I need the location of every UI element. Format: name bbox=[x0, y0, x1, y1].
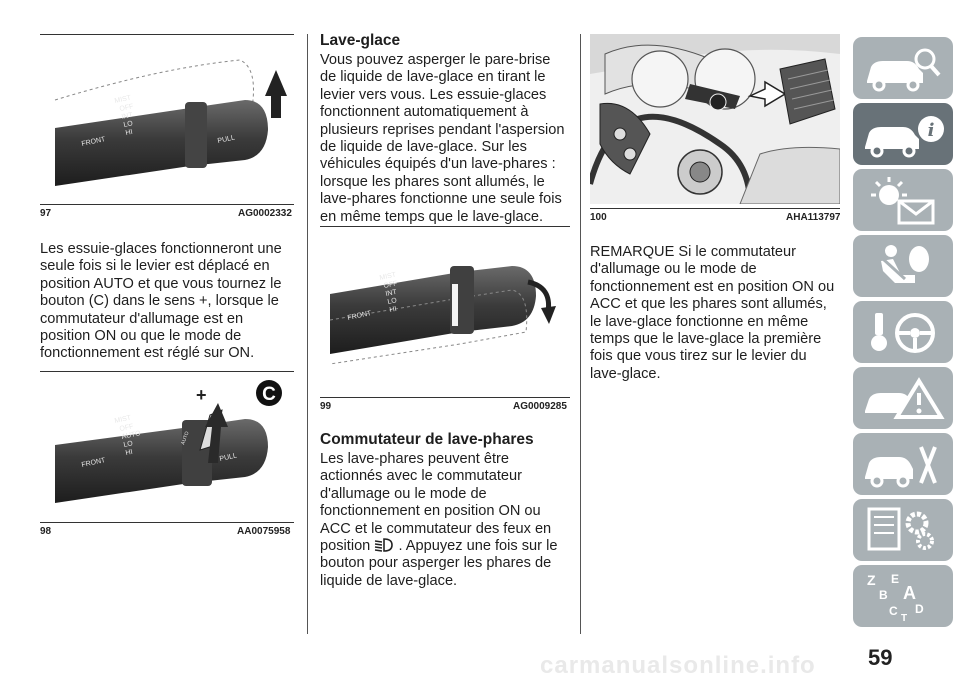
paragraph-wiper-auto: Les essuie-glaces fonctionneront une seu… bbox=[40, 241, 282, 362]
paragraph-remarque: REMARQUE Si le commutateur d'allumage ou… bbox=[590, 244, 835, 382]
svg-text:C: C bbox=[262, 384, 276, 405]
sidebar-tab-car-info[interactable]: i bbox=[853, 103, 953, 165]
figure-99-wiper-stalk-illustration: MIST OFF INT LO HI FRONT bbox=[329, 266, 556, 365]
svg-text:MIST: MIST bbox=[114, 414, 133, 424]
car-info-icon: i bbox=[865, 116, 944, 158]
heading-lave-glace: Lave-glace bbox=[320, 32, 401, 49]
heading-commutateur-lave-phares: Commutateur de lave-phares bbox=[320, 431, 534, 448]
column-divider-1 bbox=[307, 34, 308, 634]
sidebar-tab-emergency[interactable] bbox=[853, 367, 953, 429]
svg-text:HI: HI bbox=[125, 449, 133, 457]
page-number: 59 bbox=[868, 645, 893, 670]
sidebar-tab-starting-driving[interactable] bbox=[853, 301, 953, 363]
svg-text:E: E bbox=[891, 572, 899, 586]
svg-text:B: B bbox=[879, 588, 888, 602]
svg-text:MIST: MIST bbox=[379, 271, 398, 281]
figure-98-code: AA0075958 bbox=[237, 526, 291, 537]
sidebar-tab-warning-lights[interactable] bbox=[853, 169, 953, 231]
paragraph-lave-phares-part2: . Appuyez une fois sur le bouton pour as… bbox=[320, 538, 558, 589]
svg-text:LO: LO bbox=[387, 297, 398, 306]
svg-text:AUTO: AUTO bbox=[121, 430, 142, 441]
column-divider-2 bbox=[580, 34, 581, 634]
figure-100-code: AHA113797 bbox=[786, 212, 841, 223]
figure-98-wiper-stalk-illustration: MIST OFF AUTO LO HI FRONT PULL AUTO + C bbox=[55, 380, 282, 503]
svg-text:T: T bbox=[901, 613, 907, 623]
svg-text:OFF: OFF bbox=[119, 103, 134, 113]
svg-text:HI: HI bbox=[389, 306, 397, 314]
sidebar-tab-maintenance[interactable] bbox=[853, 433, 953, 495]
paragraph-lave-phares-part1: Les lave-phares peuvent être actionnés a… bbox=[320, 451, 552, 555]
svg-text:OFF: OFF bbox=[119, 423, 134, 433]
svg-text:AUTO: AUTO bbox=[180, 431, 190, 446]
svg-text:INT: INT bbox=[121, 112, 134, 121]
figure-100-number: 100 bbox=[590, 212, 607, 223]
warning-lights-message-icon bbox=[871, 177, 935, 225]
paragraph-lave-glace: Vous pouvez asperger le pare-brise de li… bbox=[320, 52, 565, 225]
figure-97-code: AG0002332 bbox=[238, 208, 292, 219]
figure-98-top-rule bbox=[40, 371, 294, 372]
figure-99-top-rule bbox=[320, 226, 570, 227]
svg-text:C: C bbox=[889, 604, 898, 618]
figure-97-wiper-stalk-illustration: MIST OFF INT LO HI FRONT PULL bbox=[54, 59, 287, 186]
car-breakdown-warning-icon bbox=[865, 377, 945, 419]
figure-100-caption-rule bbox=[590, 208, 840, 209]
svg-text:A: A bbox=[903, 583, 916, 603]
svg-text:PULL: PULL bbox=[219, 452, 238, 463]
key-steering-wheel-icon bbox=[871, 313, 935, 353]
svg-text:D: D bbox=[915, 602, 924, 616]
watermark: carmanualsonline.info bbox=[540, 652, 816, 679]
figure-99-caption-rule bbox=[320, 397, 570, 398]
sidebar-tab-car-search[interactable] bbox=[853, 37, 953, 99]
svg-text:PULL: PULL bbox=[217, 134, 236, 145]
svg-text:Z: Z bbox=[867, 572, 876, 588]
figure-97-top-rule bbox=[40, 34, 294, 35]
svg-text:LO: LO bbox=[123, 440, 134, 449]
airbag-seatbelt-icon bbox=[881, 245, 929, 283]
car-maintenance-tools-icon bbox=[865, 446, 937, 488]
paragraph-lave-phares: Les lave-phares peuvent être actionnés a… bbox=[320, 451, 570, 590]
sidebar-tab-safety[interactable] bbox=[853, 235, 953, 297]
car-search-icon bbox=[867, 48, 941, 92]
figure-100-dashboard-photo bbox=[590, 34, 840, 204]
figure-98-caption-rule bbox=[40, 522, 294, 523]
svg-text:+: + bbox=[196, 385, 207, 405]
sidebar-tab-index[interactable]: Z E B A C D T bbox=[853, 565, 953, 627]
svg-text:MIST: MIST bbox=[114, 94, 133, 104]
figure-99-code: AG0009285 bbox=[513, 401, 567, 412]
figure-97-caption-rule bbox=[40, 204, 294, 205]
svg-text:i: i bbox=[928, 120, 935, 141]
svg-text:OFF: OFF bbox=[383, 280, 398, 290]
headlight-low-beam-icon bbox=[375, 538, 394, 552]
svg-text:LO: LO bbox=[123, 120, 134, 129]
svg-text:HI: HI bbox=[125, 129, 133, 137]
specifications-gears-icon bbox=[867, 507, 934, 551]
svg-text:INT: INT bbox=[385, 289, 398, 298]
figure-98-number: 98 bbox=[40, 526, 52, 537]
figure-97-number: 97 bbox=[40, 208, 52, 219]
sidebar-tab-specifications[interactable] bbox=[853, 499, 953, 561]
alphabetical-index-icon: Z E B A C D T bbox=[867, 572, 924, 623]
figure-99-number: 99 bbox=[320, 401, 332, 412]
